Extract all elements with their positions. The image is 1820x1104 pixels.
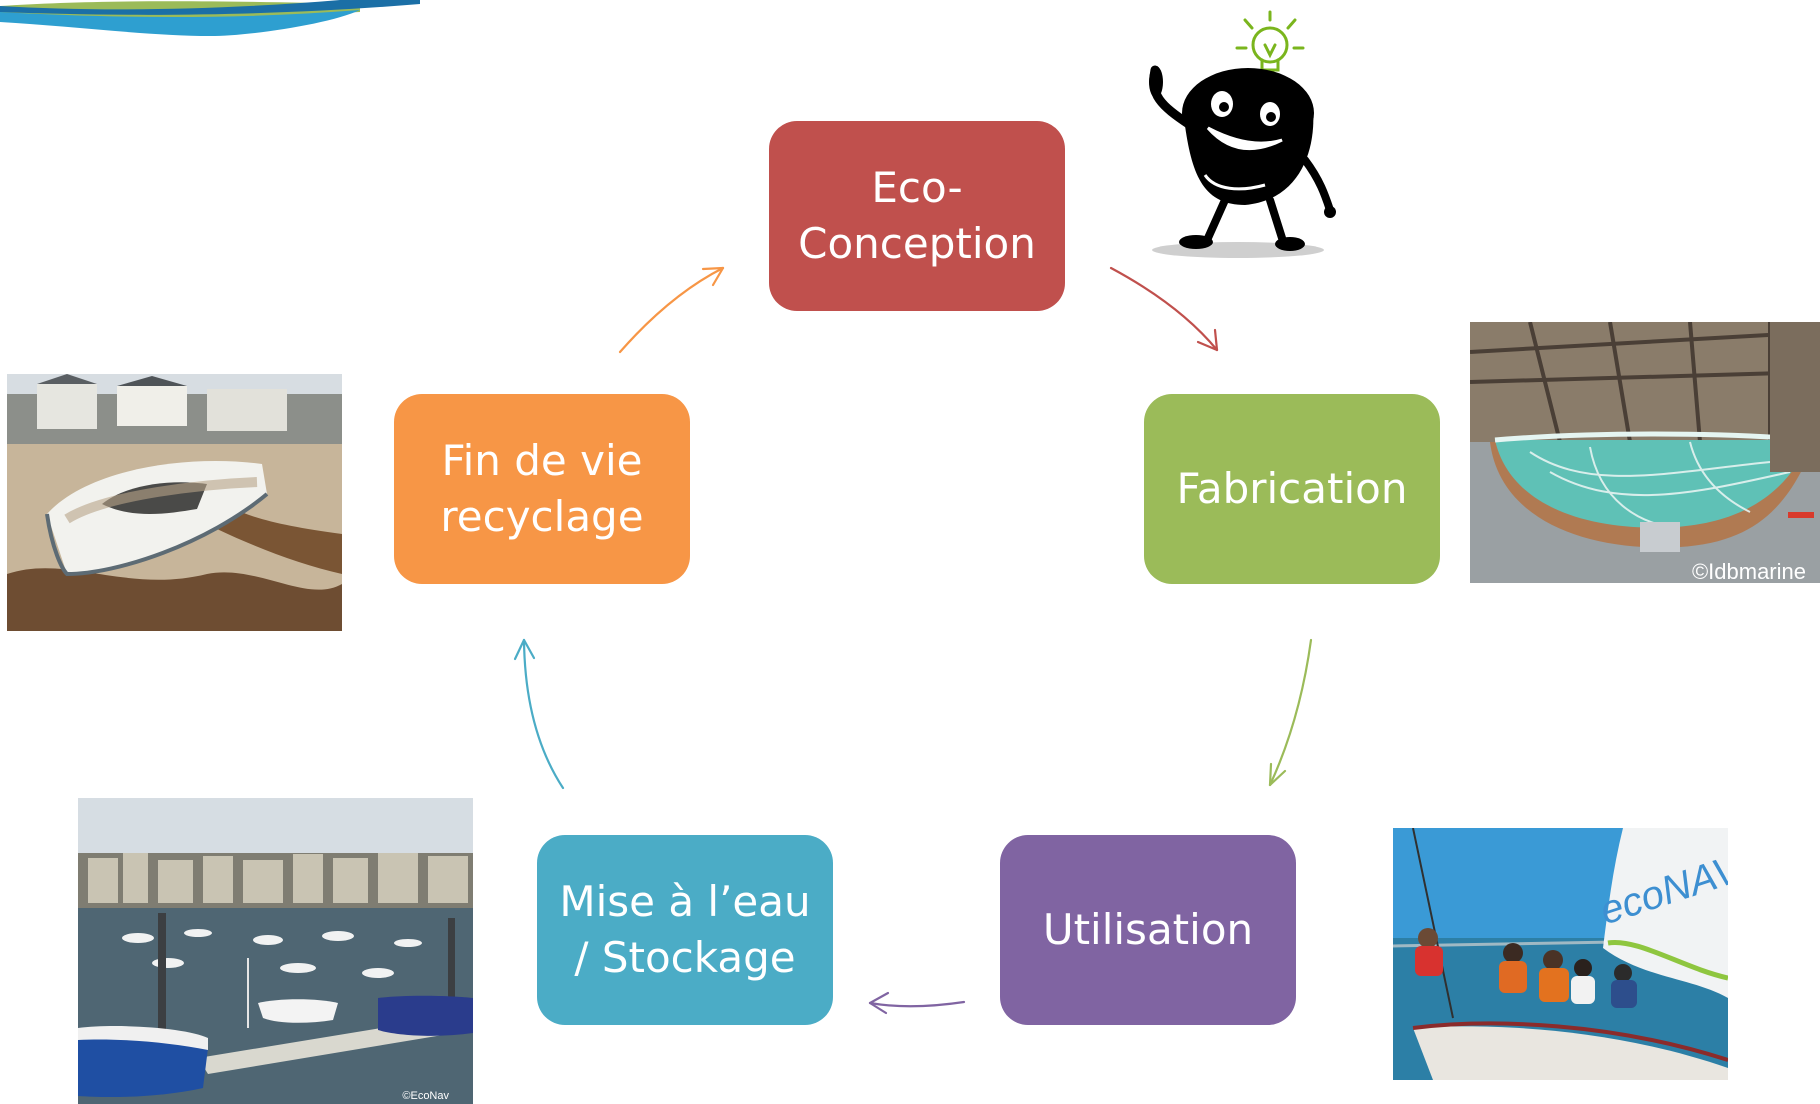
factory-photo-credit: ©Idbmarine: [1691, 559, 1806, 583]
harbour-photo-credit: ©EcoNav: [402, 1090, 449, 1102]
step-eco-conception: Eco- Conception: [769, 121, 1065, 311]
arrow-fin-to-eco: [618, 266, 725, 354]
photo-harbour-marina: ©EcoNav: [78, 798, 473, 1104]
arrow-eco-to-fabrication: [1109, 266, 1219, 352]
photo-boat-factory: ©Idbmarine: [1470, 322, 1820, 583]
lightbulb-icon: [1235, 10, 1305, 76]
arrow-fabrication-to-utilisation: [1268, 638, 1313, 787]
photo-stranded-boat: [7, 374, 342, 631]
arrow-utilisation-to-mise: [868, 991, 966, 1015]
logo-swoosh: [0, 0, 420, 36]
photo-sailing-crew: ecoNAV: [1393, 828, 1728, 1080]
step-fin-de-vie: Fin de vie recyclage: [394, 394, 690, 584]
step-fabrication: Fabrication: [1144, 394, 1440, 584]
step-mise-a-leau: Mise à l’eau / Stockage: [537, 835, 833, 1025]
arrow-mise-to-fin: [513, 638, 565, 790]
step-utilisation: Utilisation: [1000, 835, 1296, 1025]
